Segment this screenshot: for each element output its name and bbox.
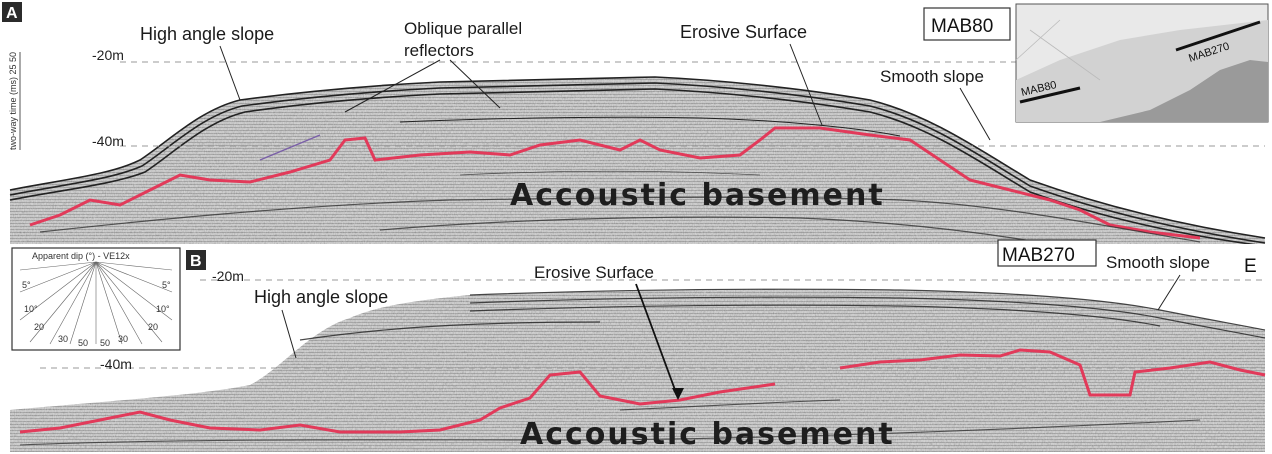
panel-a-letter: A	[6, 5, 18, 22]
panel-a-label-erosive: Erosive Surface	[680, 22, 807, 42]
dip-tick: 20	[34, 322, 44, 332]
panel-a-label-basement: Accoustic basement	[510, 178, 885, 213]
panel-b-letter: B	[190, 253, 202, 270]
panel-b-depth-40: -40m	[100, 356, 132, 372]
dip-tick: 30	[118, 334, 128, 344]
dip-tick: 5°	[162, 280, 171, 290]
dip-tick: 10°	[156, 304, 170, 314]
panel-a: A two-way time (ms) 25 50 -20m -40m High…	[2, 2, 1268, 246]
dip-tick: 50	[78, 338, 88, 348]
panel-a-label-oblique-1: Oblique parallel	[404, 19, 522, 38]
panel-b-label-basement: Accoustic basement	[520, 417, 895, 452]
panel-b-label-erosive: Erosive Surface	[534, 263, 654, 282]
panel-a-label-oblique-2: reflectors	[404, 41, 474, 60]
panel-b-profile-name: MAB270	[1002, 245, 1075, 266]
panel-b: B -20m -40m High angle slope Erosive Sur…	[10, 240, 1265, 452]
panel-b-label-high-angle: High angle slope	[254, 287, 388, 307]
panel-b-end-letter: E	[1244, 256, 1257, 277]
dip-tick: 5°	[22, 280, 31, 290]
panel-a-label-high-angle: High angle slope	[140, 24, 274, 44]
dip-inset-title: Apparent dip (°) - VE12x	[32, 251, 130, 261]
panel-b-depth-20: -20m	[212, 268, 244, 284]
panel-a-time-scale: two-way time (ms) 25 50	[8, 52, 18, 150]
dip-tick: 20	[148, 322, 158, 332]
panel-a-depth-40: -40m	[92, 133, 124, 149]
panel-a-profile-name: MAB80	[931, 16, 993, 37]
panel-a-depth-20: -20m	[92, 47, 124, 63]
location-inset-map: MAB270 MAB80	[1016, 4, 1268, 122]
dip-tick: 30	[58, 334, 68, 344]
apparent-dip-inset: Apparent dip (°) - VE12x 5° 5° 10° 10°	[12, 248, 180, 350]
dip-tick: 50	[100, 338, 110, 348]
panel-b-label-smooth: Smooth slope	[1106, 253, 1210, 272]
dip-tick: 10°	[24, 304, 38, 314]
panel-a-label-smooth: Smooth slope	[880, 67, 984, 86]
